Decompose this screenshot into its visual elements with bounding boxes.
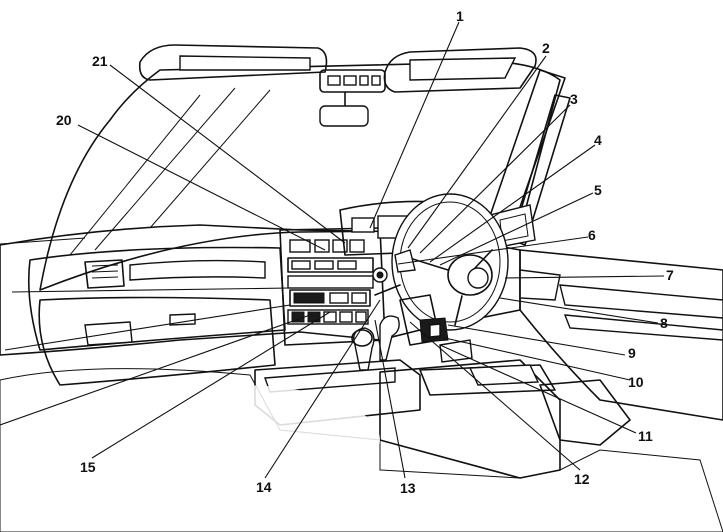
callout-labels: 1 2 3 4 5 6 7 8 9 10 11 12 13 14 15 20 2… — [56, 8, 674, 496]
leader-edge-d — [0, 314, 311, 426]
leader-3 — [419, 104, 571, 254]
callout-8: 8 — [660, 315, 668, 331]
centre-stack — [279, 227, 388, 346]
leader-edge-a — [0, 237, 86, 245]
callout-3: 3 — [570, 91, 578, 107]
leader-11 — [439, 344, 637, 434]
gear-lever — [351, 315, 400, 371]
leader-lines — [0, 21, 665, 479]
leader-1 — [369, 21, 460, 229]
callout-12: 12 — [574, 471, 590, 487]
leader-4 — [429, 144, 596, 263]
leader-10 — [444, 337, 631, 381]
callout-15: 15 — [80, 459, 96, 475]
leader-14 — [264, 299, 381, 479]
callout-11: 11 — [638, 428, 653, 444]
callout-6: 6 — [588, 227, 596, 243]
callout-14: 14 — [256, 479, 272, 495]
floor — [0, 368, 723, 532]
callout-9: 9 — [628, 345, 636, 361]
leader-9 — [447, 324, 626, 356]
callout-21: 21 — [92, 53, 108, 69]
callout-7: 7 — [666, 267, 674, 283]
leader-2 — [407, 55, 547, 249]
interior-mirror — [319, 69, 386, 127]
leader-20 — [77, 124, 326, 251]
leader-21 — [109, 64, 346, 244]
leader-12 — [409, 321, 581, 471]
callout-1: 1 — [456, 8, 464, 24]
callout-20: 20 — [56, 112, 72, 128]
pedals — [419, 317, 473, 363]
leader-edge-b — [11, 287, 291, 293]
leader-13 — [374, 319, 406, 479]
callout-4: 4 — [594, 132, 602, 148]
dashboard — [0, 224, 521, 356]
leader-7 — [504, 275, 665, 279]
callout-10: 10 — [628, 374, 644, 390]
leader-8 — [499, 297, 659, 324]
callout-13: 13 — [400, 480, 416, 496]
leader-edge-c — [4, 304, 291, 351]
steering-column — [374, 249, 441, 346]
leader-15 — [91, 311, 331, 459]
callout-2: 2 — [542, 40, 550, 56]
glovebox — [38, 296, 276, 386]
callout-5: 5 — [594, 182, 602, 198]
leader-5 — [439, 192, 594, 266]
leader-6 — [397, 236, 589, 265]
